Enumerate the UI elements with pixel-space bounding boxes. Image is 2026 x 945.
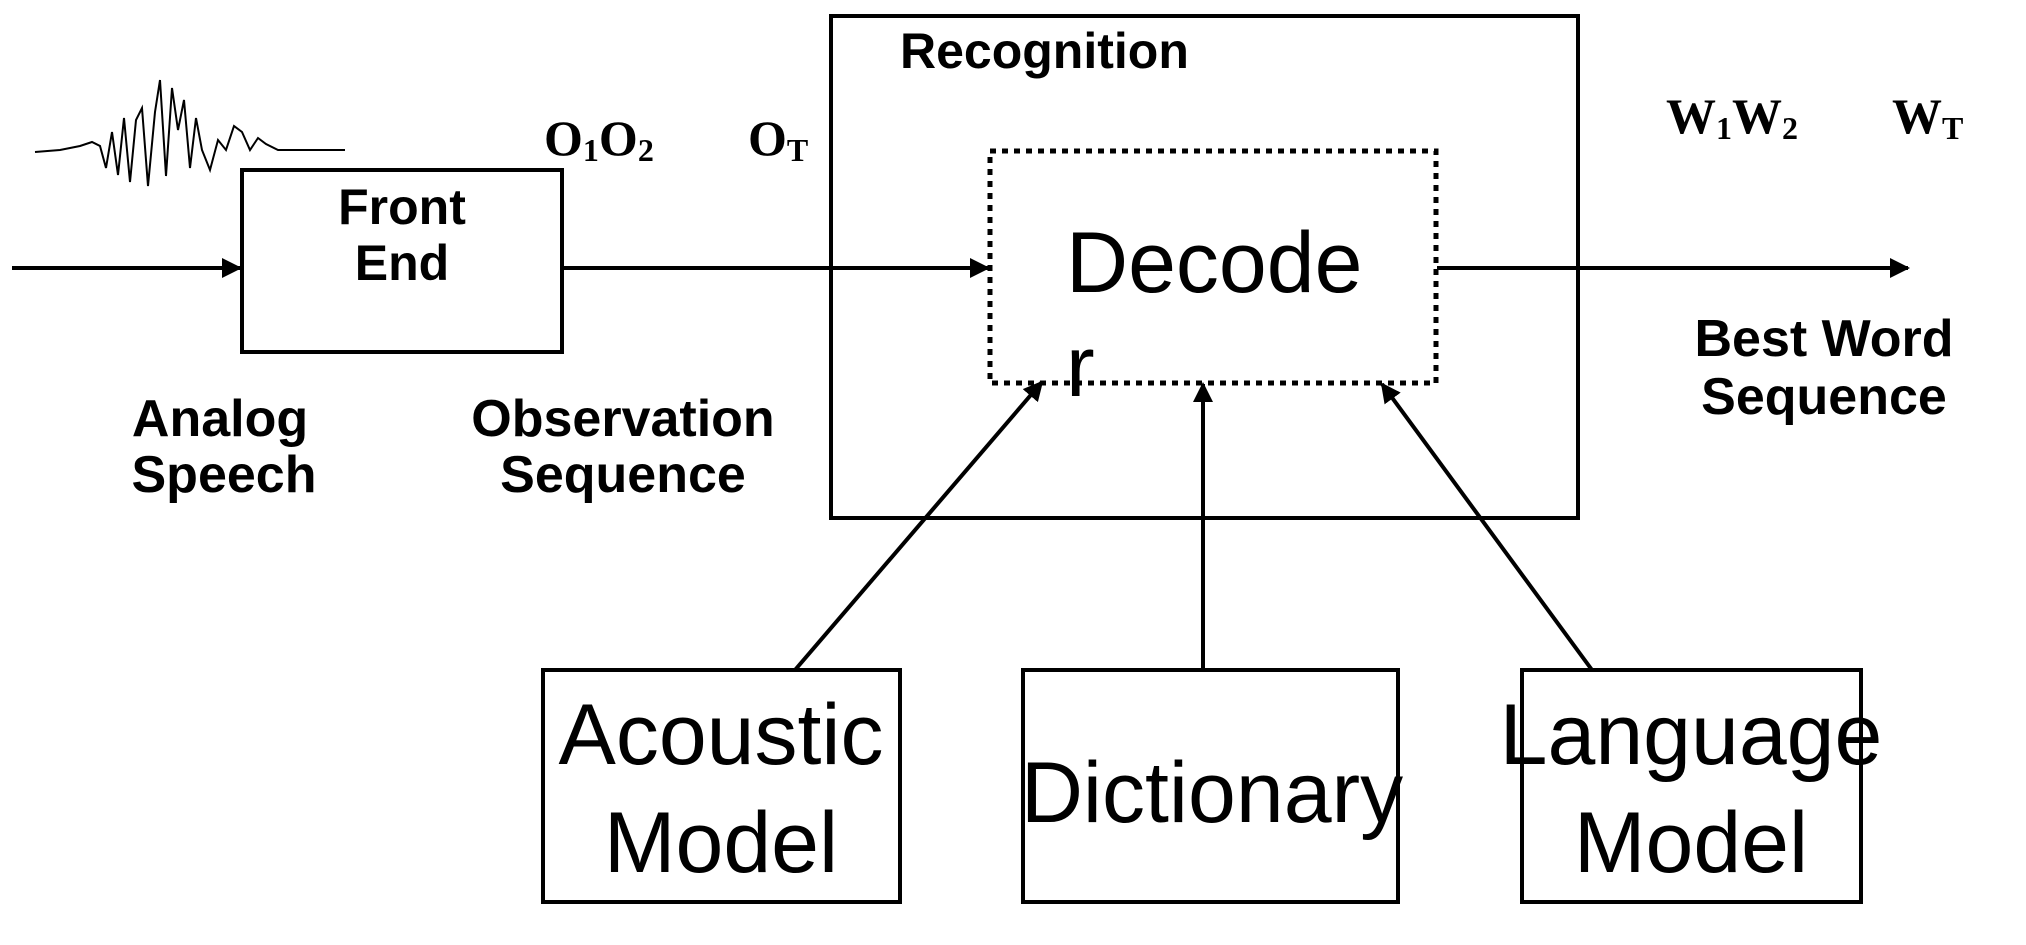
- word-symbols: W1W2: [1666, 88, 1798, 146]
- language-to-decoder-arrow: [1380, 382, 1594, 672]
- language-model-line2: Model: [1574, 795, 1808, 891]
- observation-sequence-line2: Sequence: [500, 446, 746, 504]
- observation-sequence-line1: Observation: [471, 390, 774, 448]
- decoder-label-line2: r: [1066, 319, 1095, 415]
- best-word-sequence-line2: Sequence: [1701, 368, 1947, 426]
- analog-speech-line2: Speech: [132, 446, 317, 504]
- word-last-symbol: WT: [1892, 88, 1963, 146]
- observation-symbols: O1O2: [544, 110, 654, 168]
- acoustic-to-decoder-arrow: [793, 380, 1044, 672]
- analog-speech-line1: Analog: [132, 390, 308, 448]
- observation-last-symbol: OT: [748, 110, 808, 168]
- decoder-label-line1: Decode: [1066, 215, 1362, 311]
- dictionary-label: Dictionary: [1021, 745, 1403, 841]
- language-model-line1: Language: [1500, 687, 1883, 783]
- speech-waveform-icon: [34, 79, 345, 187]
- best-word-sequence-line1: Best Word: [1694, 310, 1953, 368]
- front-end-box: [240, 168, 564, 354]
- front-end-label-line2: End: [355, 235, 449, 291]
- recognition-label: Recognition: [900, 23, 1189, 79]
- dictionary-box: [1021, 668, 1400, 904]
- language-model-box: [1520, 668, 1863, 904]
- decoder-box: [987, 148, 1439, 386]
- front-end-label-line1: Front: [338, 179, 466, 235]
- acoustic-model-line1: Acoustic: [558, 687, 883, 783]
- acoustic-model-box: [541, 668, 902, 904]
- acoustic-model-line2: Model: [604, 795, 838, 891]
